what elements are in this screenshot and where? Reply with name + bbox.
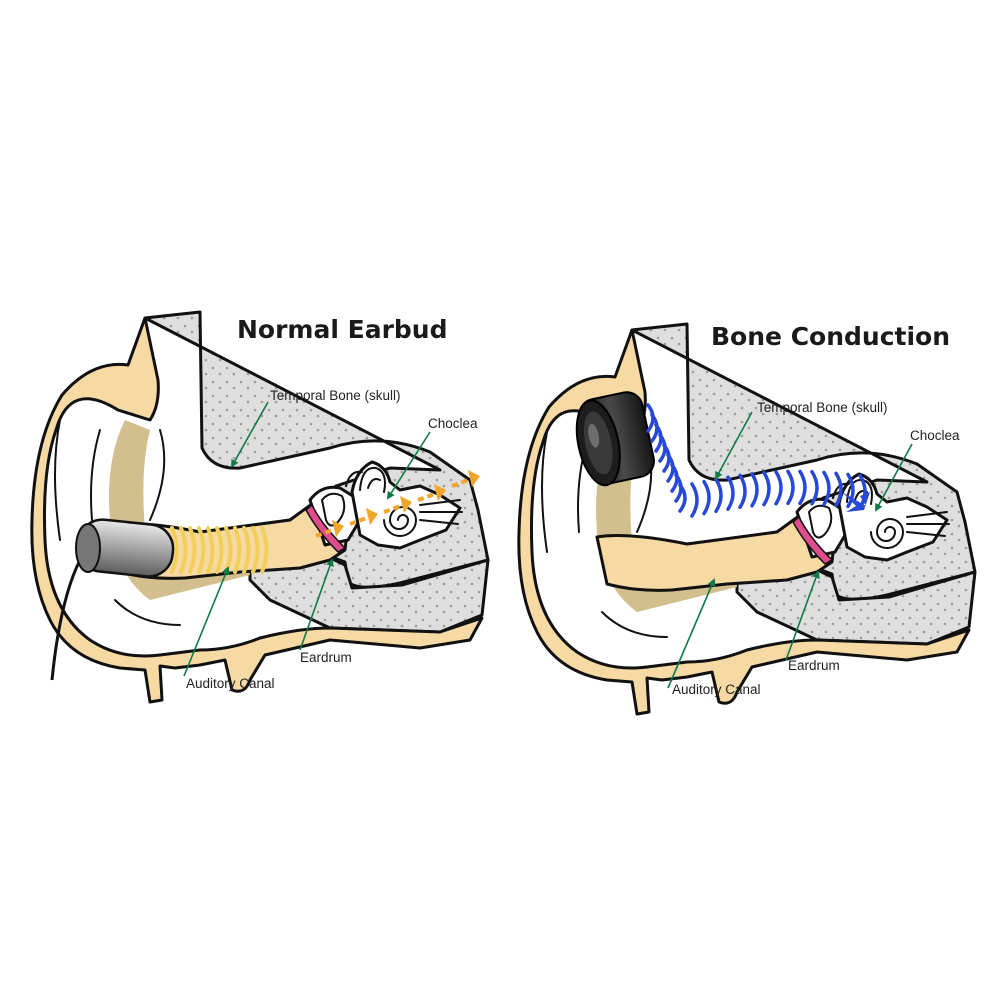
bone-wave-mark: [798, 469, 807, 506]
sound-arrow-shaft: [451, 476, 475, 488]
sound-arrow-head: [468, 470, 480, 487]
ear-illustration-right: [517, 322, 977, 716]
label-eardrum: Eardrum: [788, 658, 840, 673]
air-wave-mark: [215, 526, 224, 574]
sound-arrow-head: [332, 520, 344, 537]
sound-arrow-shaft: [315, 526, 339, 538]
bone-wave-mark: [810, 469, 819, 506]
bone-conduction-device-icon: [575, 391, 655, 487]
air-wave-mark: [188, 526, 197, 574]
bone-wave-arrow: [842, 492, 870, 512]
bone-vibration-waves: [646, 403, 870, 518]
sound-arrow-head: [366, 508, 378, 525]
bone-wave-mark: [786, 469, 795, 506]
label-auditory-canal: Auditory Canal: [672, 682, 761, 697]
sound-arrow-shaft: [349, 514, 373, 526]
label-cochlea: Choclea: [910, 428, 960, 443]
panel-normal-earbud: Normal Earbud Temporal Bone (skull) Choc…: [30, 310, 490, 704]
label-cochlea: Choclea: [428, 416, 478, 431]
bone-wave-mark: [678, 483, 687, 513]
air-wave-mark: [242, 526, 251, 574]
bone-wave-mark: [714, 477, 723, 514]
earbud-icon: [50, 518, 175, 681]
bone-wave-mark: [750, 472, 759, 508]
bone-wave-mark: [822, 470, 831, 507]
sound-arrow-head: [400, 496, 412, 513]
cochlea-pointer: [875, 443, 913, 512]
ear-illustration-left: [30, 310, 490, 704]
bone-wave-mark: [738, 473, 747, 510]
label-temporal-bone: Temporal Bone (skull): [757, 400, 888, 415]
temporal-bone-pointer: [715, 411, 753, 480]
panel-bone-conduction: Bone Conduction Temporal Bone (skull) Ch…: [517, 322, 977, 716]
label-auditory-canal: Auditory Canal: [186, 676, 275, 691]
air-wave-mark: [233, 526, 242, 574]
panel-title-normal-earbud: Normal Earbud: [237, 315, 448, 344]
sound-arrow-head: [434, 484, 446, 501]
bone-wave-mark: [834, 471, 843, 508]
eardrum-pointer: [785, 570, 820, 661]
auditory-canal-pointer: [667, 578, 716, 689]
air-wave-mark: [251, 526, 260, 574]
air-wave-mark: [179, 526, 188, 574]
sound-arrow-shaft: [383, 502, 407, 514]
sound-arrow-shaft: [417, 490, 441, 502]
label-eardrum: Eardrum: [300, 650, 352, 665]
air-wave-mark: [260, 526, 269, 574]
air-wave-mark: [206, 526, 215, 574]
panel-title-bone-conduction: Bone Conduction: [711, 322, 950, 351]
label-temporal-bone: Temporal Bone (skull): [270, 388, 401, 403]
auditory-canal-pointer: [183, 566, 230, 677]
bone-wave-mark: [774, 470, 783, 506]
eardrum-pointer: [299, 558, 334, 651]
bone-wave-mark: [726, 475, 735, 511]
bone-wave-mark: [702, 479, 711, 516]
sound-path-arrows: [315, 470, 480, 538]
cochlea-pointer: [386, 431, 431, 500]
bone-wave-mark: [846, 472, 855, 509]
temporal-bone-pointer: [231, 401, 269, 468]
air-wave-mark: [170, 526, 179, 574]
air-wave-mark: [197, 526, 206, 574]
bone-wave-mark: [762, 470, 771, 507]
bone-wave-mark: [690, 482, 699, 518]
